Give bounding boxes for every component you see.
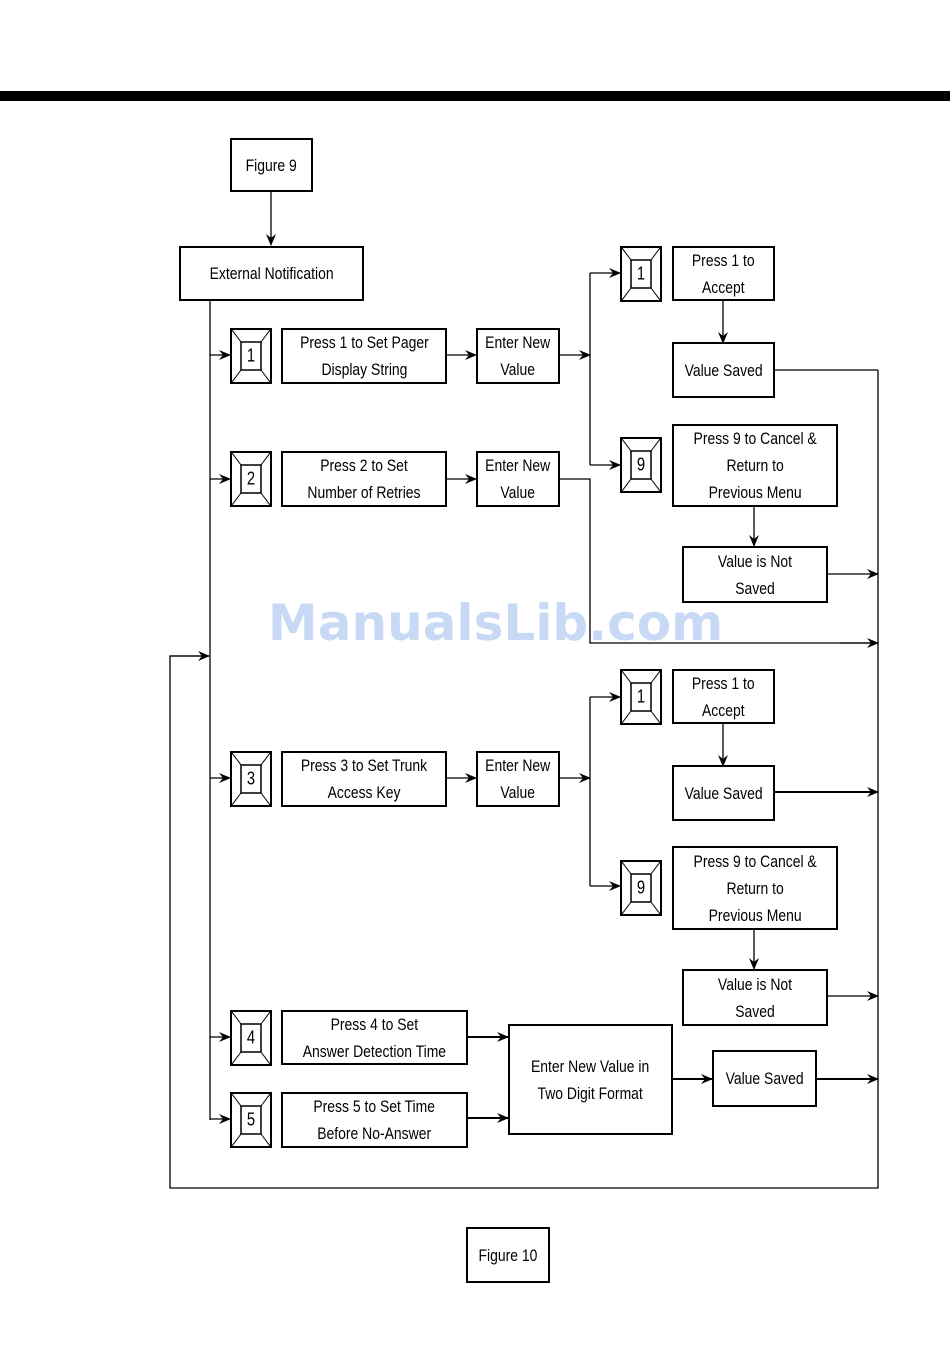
accept-2-node: Press 1 to Accept — [672, 669, 775, 724]
option-3-node: Press 3 to Set Trunk Access Key — [281, 751, 447, 807]
option-2-node: Press 2 to Set Number of Retries — [281, 451, 447, 507]
cancel-1-node: Press 9 to Cancel & Return to Previous M… — [672, 424, 838, 507]
key-1-icon: 1 — [230, 328, 272, 384]
accept-1-node: Press 1 to Accept — [672, 246, 775, 301]
cancel-2-node: Press 9 to Cancel & Return to Previous M… — [672, 846, 838, 930]
cancel-key-1-icon: 9 — [620, 437, 662, 493]
watermark: ManualsLib.com — [268, 594, 724, 652]
key-bevel-shape — [622, 671, 660, 723]
key-bevel-shape — [232, 753, 270, 805]
enter-value-2-node: Enter New Value — [476, 451, 560, 507]
value-not-saved-2-node: Value is Not Saved — [682, 969, 828, 1026]
line-enter2-to-return — [559, 478, 878, 644]
accept-key-2-icon: 1 — [620, 669, 662, 725]
accept-key-1-icon: 1 — [620, 246, 662, 302]
option-5-node: Press 5 to Set Time Before No-Answer — [281, 1092, 468, 1148]
key-bevel-shape — [232, 453, 270, 505]
option-1-node: Press 1 to Set Pager Display String — [281, 328, 447, 384]
figure-10-reference: Figure 10 — [466, 1227, 550, 1283]
key-bevel-shape — [232, 1012, 270, 1064]
enter-value-1-node: Enter New Value — [476, 328, 560, 384]
value-saved-3-node: Value Saved — [712, 1050, 817, 1107]
key-bevel-shape — [622, 248, 660, 300]
option-4-node: Press 4 to Set Answer Detection Time — [281, 1010, 468, 1065]
enter-value-3-node: Enter New Value — [476, 751, 560, 807]
value-saved-2-node: Value Saved — [672, 765, 775, 821]
key-5-icon: 5 — [230, 1092, 272, 1148]
external-notification-node: External Notification — [179, 246, 364, 301]
value-not-saved-1-node: Value is Not Saved — [682, 546, 828, 603]
key-bevel-shape — [232, 330, 270, 382]
key-3-icon: 3 — [230, 751, 272, 807]
key-bevel-shape — [622, 862, 660, 914]
key-bevel-shape — [622, 439, 660, 491]
key-2-icon: 2 — [230, 451, 272, 507]
two-digit-entry-node: Enter New Value in Two Digit Format — [508, 1024, 673, 1135]
key-bevel-shape — [232, 1094, 270, 1146]
figure-9-reference: Figure 9 — [230, 138, 313, 192]
page-header-rule — [0, 91, 950, 101]
cancel-key-2-icon: 9 — [620, 860, 662, 916]
key-4-icon: 4 — [230, 1010, 272, 1066]
value-saved-1-node: Value Saved — [672, 342, 775, 398]
